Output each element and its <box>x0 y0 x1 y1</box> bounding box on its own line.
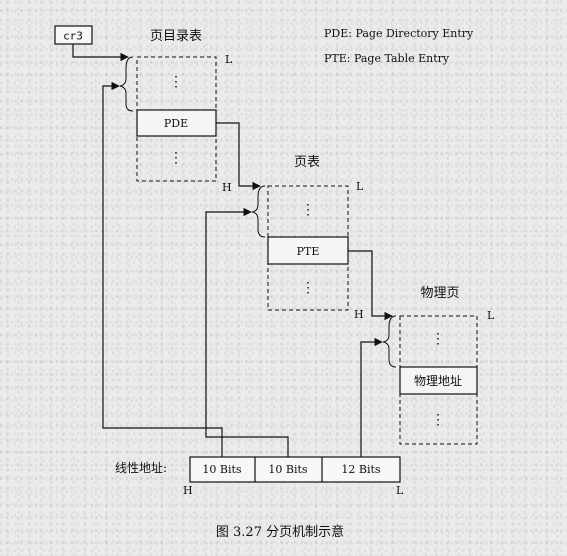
linear-address-field-offset: 12 Bits <box>341 463 381 476</box>
page-directory-dots-top: ⋮ <box>169 74 183 90</box>
pde-arrow <box>216 122 261 191</box>
page-table-low-marker: L <box>356 180 364 193</box>
page-directory-high-marker: H <box>222 181 232 194</box>
page-directory-dots-bottom: ⋮ <box>169 150 183 166</box>
physical-page-brace <box>382 315 397 368</box>
table-index-arrow <box>205 207 289 457</box>
offset-arrow <box>360 337 383 457</box>
page-directory-brace <box>119 56 134 112</box>
page-table-brace <box>251 185 266 238</box>
figure-caption: 图 3.27 分页机制示意 <box>216 524 344 540</box>
physical-address-label: 物理地址 <box>414 374 462 388</box>
physical-page-dots-top: ⋮ <box>431 331 445 347</box>
linear-address-bar <box>189 456 401 483</box>
pde-label: PDE <box>164 117 188 130</box>
cr3-label: cr3 <box>63 30 83 43</box>
page-directory-low-marker: L <box>225 53 233 66</box>
linear-address-high-marker: H <box>183 484 193 497</box>
physical-page-low-marker: L <box>487 309 495 322</box>
cr3-arrow <box>72 44 129 62</box>
pte-arrow <box>348 250 393 321</box>
linear-address-field-directory: 10 Bits <box>202 463 242 476</box>
page-table-title: 页表 <box>294 155 320 170</box>
pde-entry <box>136 109 217 137</box>
legend-pte: PTE: Page Table Entry <box>324 52 450 65</box>
physical-page-dots-bottom: ⋮ <box>431 412 445 428</box>
physical-page-title: 物理页 <box>420 286 459 301</box>
page-table-high-marker: H <box>354 308 364 321</box>
linear-address-field-table: 10 Bits <box>268 463 308 476</box>
pte-label: PTE <box>297 245 320 258</box>
legend-pde: PDE: Page Directory Entry <box>324 27 474 40</box>
page-table-dots-top: ⋮ <box>301 202 315 218</box>
directory-index-arrow <box>102 81 223 457</box>
page-table-dots-bottom: ⋮ <box>301 280 315 296</box>
linear-address-label: 线性地址: <box>115 461 167 475</box>
page-directory-title: 页目录表 <box>150 29 202 44</box>
physical-address-entry <box>399 366 478 395</box>
linear-address-low-marker: L <box>396 484 404 497</box>
